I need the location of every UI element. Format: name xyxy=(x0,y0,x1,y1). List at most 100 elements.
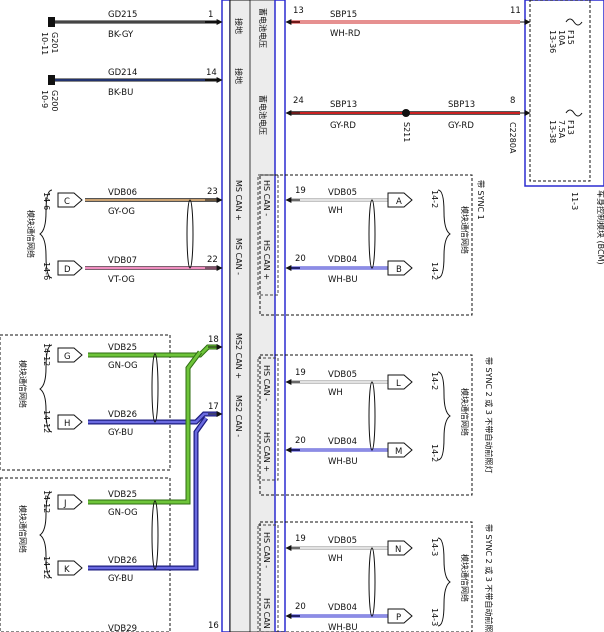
wire-gd215-circuit: GD215 xyxy=(108,10,137,20)
g2-letter-l: L xyxy=(396,379,401,389)
bcm-name: 车身控制模块 (BCM) xyxy=(596,190,604,265)
ref-h-marker xyxy=(57,414,83,430)
wire-vdb26-circuit-1: VDB26 xyxy=(108,410,137,420)
pin-1: 1 xyxy=(208,10,213,20)
left-ms2-can-wires: VDB25 GN-OG VDB26 GY-BU VDB25 GN-OG VDB2… xyxy=(0,334,223,632)
ref-g-marker xyxy=(57,347,83,363)
pin-23: 23 xyxy=(207,187,218,197)
group-sync2b-title: 带 SYNC 2 或 3 不带自动前照灯 xyxy=(484,524,494,632)
pin-19-c: 19 xyxy=(295,534,306,544)
wire-gd215-color: BK-GY xyxy=(108,30,134,40)
pin-19-b: 19 xyxy=(295,368,306,378)
pin-24: 24 xyxy=(293,96,304,106)
pin-14: 14 xyxy=(206,68,217,78)
ground-g201-loc: 10-11 xyxy=(40,32,49,55)
group-sync1-title: 带 SYNC 1 xyxy=(476,180,485,220)
g3-page-1: 14-3 xyxy=(430,538,439,556)
wire-vdb29-circuit: VDB29 xyxy=(108,624,137,632)
g3-bus: 模块通信网络 xyxy=(460,554,470,602)
wire-vdb06-circuit: VDB06 xyxy=(108,188,137,198)
g3-page-2: 14-3 xyxy=(430,608,439,626)
g2-wire2-color: WH-BU xyxy=(328,457,358,467)
pin-11: 11 xyxy=(510,6,521,16)
group-sync1: 带 SYNC 1 VDB05 WH VDB04 WH-BU 19 20 A B … xyxy=(259,174,485,316)
label-hs-can-plus-1: HS CAN + xyxy=(262,240,271,280)
g2-page-1: 14-2 xyxy=(430,372,439,390)
wire-vdb07-color: VT-OG xyxy=(108,275,135,285)
ref-h-letter: H xyxy=(64,419,70,429)
connector-c2280a: C2280A xyxy=(508,122,517,154)
pin-20-b: 20 xyxy=(295,436,306,446)
wire-sbp13-color-b: GY-RD xyxy=(448,121,474,131)
fuse-f13-rating: 7.5A xyxy=(557,120,566,139)
ref-c-letter: C xyxy=(64,197,70,207)
right-power-wires: SBP15 WH-RD 13 11 F15 10A 13-36 S211 SBP… xyxy=(285,0,604,265)
g3-letter-n: N xyxy=(395,545,401,555)
label-ms-can-minus: MS CAN - xyxy=(234,238,243,275)
g2-bus: 模块通信网络 xyxy=(460,388,470,436)
group-sync2a: 带 SYNC 2 或 3 不带自动前照灯 VDB05 WH VDB04 WH-B… xyxy=(259,354,494,496)
g2-wire1-circuit: VDB05 xyxy=(328,370,357,380)
label-ms2-can-plus: MS2 CAN + xyxy=(234,333,243,379)
wire-sbp13-color-a: GY-RD xyxy=(330,121,356,131)
pin-13: 13 xyxy=(293,6,304,16)
wire-vdb25-color-2: GN-OG xyxy=(108,508,138,518)
wire-vdb26-color-2: GY-BU xyxy=(108,574,133,584)
g1-page-1: 14-2 xyxy=(430,190,439,208)
wire-vdb25-circuit-2: VDB25 xyxy=(108,490,137,500)
g1-letter-a: A xyxy=(396,197,402,207)
g1-letter-b: B xyxy=(396,265,402,275)
ref-d-marker xyxy=(57,260,83,276)
ref-c-marker xyxy=(57,192,83,208)
left-ms-can-wires: VDB06 GY-OG 23 VDB07 VT-OG 22 C D 14-6 1… xyxy=(26,187,223,285)
group-sync2b: 带 SYNC 2 或 3 不带自动前照灯 VDB05 WH VDB04 WH-B… xyxy=(259,521,494,632)
label-hs-can-minus-3: HS CAN - xyxy=(262,532,271,568)
g1-bus: 模块通信网络 xyxy=(460,206,470,254)
ref-k-letter: K xyxy=(64,565,70,575)
g2-page-2: 14-2 xyxy=(430,444,439,462)
ref-j-marker xyxy=(57,494,83,510)
g3-wire1-color: WH xyxy=(328,554,343,564)
splice-s211-label: S211 xyxy=(402,122,411,142)
pin-18: 18 xyxy=(208,335,219,345)
g1-wire1-circuit: VDB05 xyxy=(328,188,357,198)
pin-20-a: 20 xyxy=(295,254,306,264)
g1-page-2: 14-2 xyxy=(430,262,439,280)
label-hs-can-minus-2: HS CAN - xyxy=(262,365,271,401)
label-ms-can-plus: MS CAN + xyxy=(234,180,243,221)
ref-d-letter: D xyxy=(64,265,71,275)
wire-gd214-circuit: GD214 xyxy=(108,68,137,78)
splice-s211 xyxy=(402,109,410,117)
wire-vdb25-circuit-1: VDB25 xyxy=(108,343,137,353)
ground-g201: G201 xyxy=(50,32,59,53)
fuse-f13-page: 13-38 xyxy=(548,120,557,143)
fuse-f13-name: F13 xyxy=(566,120,575,135)
g1-wire1-color: WH xyxy=(328,206,343,216)
g2-wire1-color: WH xyxy=(328,388,343,398)
left-ground-wires: GD215 BK-GY 1 G201 10-11 GD214 BK-BU 14 … xyxy=(40,10,223,111)
wire-vdb07-circuit: VDB07 xyxy=(108,256,137,266)
bcm-page: 11-3 xyxy=(570,192,579,210)
pin-8: 8 xyxy=(510,96,515,106)
label-hs-can-plus-3: HS CAN + xyxy=(262,598,271,632)
pin-19-a: 19 xyxy=(295,186,306,196)
label-battery-1: 蓄电池电压 xyxy=(258,8,268,48)
ref-j-letter: J xyxy=(63,499,67,509)
wire-sbp13-circuit-a: SBP13 xyxy=(330,100,357,110)
wire-sbp13-circuit-b: SBP13 xyxy=(448,100,475,110)
g3-wire2-color: WH-BU xyxy=(328,623,358,632)
wire-sbp15-circuit: SBP15 xyxy=(330,10,357,20)
label-hs-can-plus-2: HS CAN + xyxy=(262,432,271,472)
module-body xyxy=(221,0,286,632)
label-hs-can-minus-1: HS CAN - xyxy=(262,180,271,216)
label-ms2-can-minus: MS2 CAN - xyxy=(234,395,243,437)
pin-16: 16 xyxy=(208,621,219,631)
module-labels: 接地 接地 蓄电池电压 蓄电池电压 MS CAN + MS CAN - MS2 … xyxy=(234,8,271,632)
group-sync2a-title: 带 SYNC 2 或 3 不带自动前照灯 xyxy=(484,357,494,473)
pin-22: 22 xyxy=(207,255,218,265)
wire-vdb25-color-1: GN-OG xyxy=(108,361,138,371)
g1-wire2-circuit: VDB04 xyxy=(328,255,357,265)
g2-wire2-circuit: VDB04 xyxy=(328,437,357,447)
bus-label-2: 模块通信网络 xyxy=(18,360,28,408)
